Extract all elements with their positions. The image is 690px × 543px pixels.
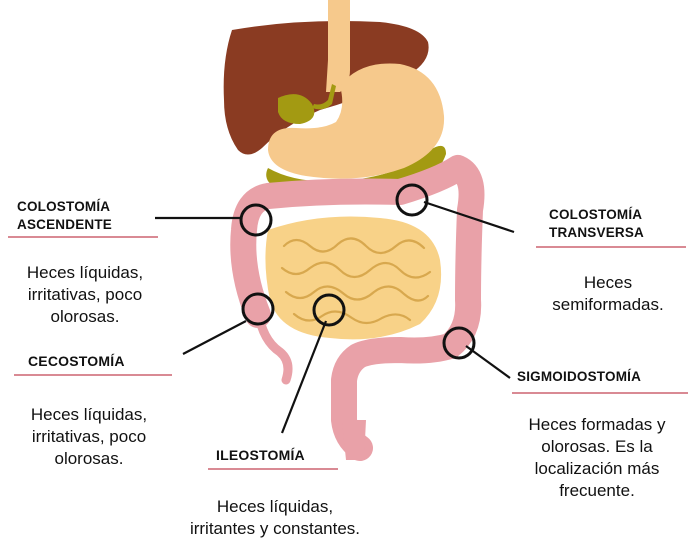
label-line: CECOSTOMÍA xyxy=(28,352,125,370)
label-line: COLOSTOMÍA xyxy=(549,206,644,224)
description-line: Heces formadas y xyxy=(505,414,689,436)
description-sigmoidostomia: Heces formadas y olorosas. Es la localiz… xyxy=(505,414,689,502)
description-cecostomia: Heces líquidas, irritativas, poco oloros… xyxy=(4,404,174,470)
description-line: Heces xyxy=(528,272,688,294)
description-line: olorosas. xyxy=(4,448,174,470)
label-line: SIGMOIDOSTOMÍA xyxy=(517,368,641,386)
label-line: COLOSTOMÍA xyxy=(17,198,112,216)
description-line: frecuente. xyxy=(505,480,689,502)
description-line: Heces líquidas, xyxy=(4,404,174,426)
description-line: localización más xyxy=(505,458,689,480)
label-underline xyxy=(208,468,338,470)
description-ileostomia: Heces líquidas, irritantes y constantes. xyxy=(150,496,400,540)
label-ileostomia: ILEOSTOMÍA xyxy=(216,446,305,464)
description-line: irritativas, poco xyxy=(0,284,170,306)
rectum xyxy=(342,420,366,460)
label-underline xyxy=(536,246,686,248)
label-cecostomia: CECOSTOMÍA xyxy=(28,352,125,370)
esophagus xyxy=(326,0,350,92)
description-line: irritantes y constantes. xyxy=(150,518,400,540)
description-line: irritativas, poco xyxy=(4,426,174,448)
label-colostomia-transversa: COLOSTOMÍA TRANSVERSA xyxy=(549,206,644,242)
description-line: olorosas. Es la xyxy=(505,436,689,458)
description-colostomia-ascendente: Heces líquidas, irritativas, poco oloros… xyxy=(0,262,170,328)
label-underline xyxy=(512,392,688,394)
description-colostomia-transversa: Heces semiformadas. xyxy=(528,272,688,316)
description-line: semiformadas. xyxy=(528,294,688,316)
label-line: ILEOSTOMÍA xyxy=(216,446,305,464)
label-sigmoidostomia: SIGMOIDOSTOMÍA xyxy=(517,368,641,386)
label-underline xyxy=(14,374,172,376)
label-line: ASCENDENTE xyxy=(17,216,112,234)
description-line: olorosas. xyxy=(0,306,170,328)
label-colostomia-ascendente: COLOSTOMÍA ASCENDENTE xyxy=(17,198,112,234)
label-underline xyxy=(8,236,158,238)
label-line: TRANSVERSA xyxy=(549,224,644,242)
description-line: Heces líquidas, xyxy=(0,262,170,284)
description-line: Heces líquidas, xyxy=(150,496,400,518)
